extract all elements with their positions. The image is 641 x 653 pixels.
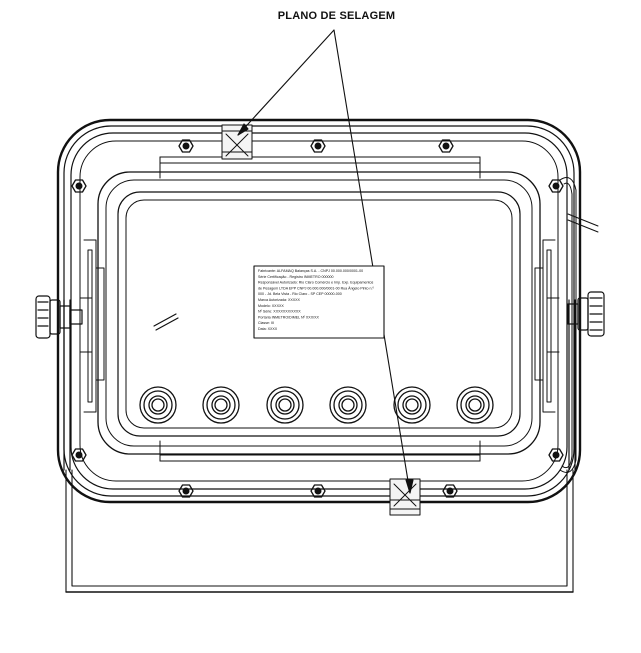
- nameplate-line: Série Certificação - Registro INMETRO 00…: [258, 275, 334, 279]
- hex-nut-icon: [71, 448, 87, 462]
- left-side-clamp: [79, 239, 105, 413]
- hex-nut-icon: [71, 179, 87, 193]
- nameplate-line: Fabricante: ALFAMAQ Balanças S.A. - CNPJ…: [258, 269, 363, 273]
- seal-wire-icon: [221, 124, 253, 160]
- cable-gland-icon: [456, 386, 494, 424]
- housing-bands: [159, 156, 481, 462]
- nameplate-line: Portaria INMETRO/DIMEL Nº XXX/XX: [258, 315, 319, 319]
- engraving-mark: [153, 313, 179, 331]
- nameplate-line: de Pesagem LTDA EPP CNPJ 00.000.000/0001…: [258, 286, 375, 290]
- cable-gland-icon: [393, 386, 431, 424]
- hex-nut-icon: [178, 484, 194, 498]
- callout-label: PLANO DE SELAGEM: [277, 10, 396, 22]
- seal-wire-icon: [389, 478, 421, 516]
- nameplate-line: Nº Série: XXXXXXX/XXXX: [258, 310, 301, 314]
- nameplate-line: Responsável Autorizado: Rio Claro Comérc…: [258, 281, 373, 285]
- cable-gland-icon: [139, 386, 177, 424]
- mounting-bracket: [65, 469, 574, 593]
- right-side-clamp: [534, 239, 560, 413]
- hex-nut-icon: [310, 484, 326, 498]
- cable-gland-icon: [266, 386, 304, 424]
- hex-nut-icon: [310, 139, 326, 153]
- mounting-knob-icon: [567, 291, 605, 471]
- nameplate-line: Modelo: XXXXX: [258, 304, 284, 308]
- nameplate-line: Data: XXXX: [258, 327, 278, 331]
- hex-nut-icon: [548, 179, 564, 193]
- nameplate-line: Classe: III: [258, 321, 274, 325]
- nameplate-line: 000 - Jd. Bela Vista - Rio Claro - SP CE…: [258, 292, 342, 296]
- sealing-plan-callout: PLANO DE SELAGEM: [0, 10, 641, 22]
- nameplate: [253, 265, 385, 339]
- cable-gland-icon: [202, 386, 240, 424]
- hex-nut-icon: [438, 139, 454, 153]
- cable-gland-icon: [329, 386, 367, 424]
- mounting-knob-icon: [35, 295, 83, 471]
- hex-nut-icon: [178, 139, 194, 153]
- nameplate-text: Fabricante: ALFAMAQ Balanças S.A. - CNPJ…: [258, 269, 375, 331]
- hex-nut-icon: [548, 448, 564, 462]
- front-frame: [97, 171, 541, 455]
- callout-leader-lines: [237, 29, 414, 494]
- hex-nut-icon: [442, 484, 458, 498]
- nameplate-line: Marca Autorizada: XXXXX: [258, 298, 301, 302]
- seal-wire-loop: [559, 177, 599, 473]
